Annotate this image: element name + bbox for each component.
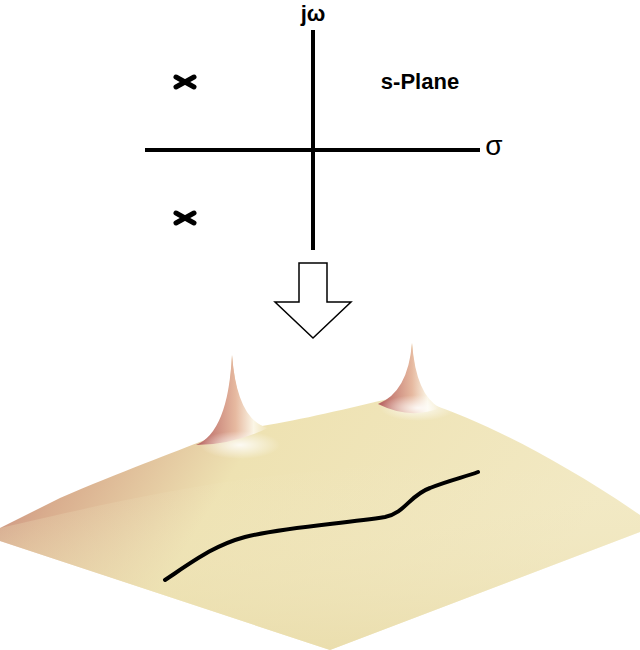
pole-marks bbox=[176, 77, 194, 223]
pole-mark bbox=[176, 77, 194, 87]
highlight bbox=[200, 431, 280, 459]
response-curve bbox=[165, 472, 478, 580]
highlight bbox=[380, 395, 456, 421]
pole-mark bbox=[176, 213, 194, 223]
hollow-arrow bbox=[275, 263, 351, 338]
plane-label: s-Plane bbox=[381, 71, 459, 93]
axis-label: jω bbox=[301, 3, 326, 25]
real-axis bbox=[145, 148, 480, 152]
pole-mark bbox=[176, 213, 194, 223]
surface bbox=[0, 343, 640, 650]
pole-mark bbox=[176, 77, 194, 87]
imaginary-axis bbox=[311, 30, 315, 250]
axis-label: σ bbox=[485, 132, 502, 160]
surface-shade bbox=[0, 462, 640, 650]
